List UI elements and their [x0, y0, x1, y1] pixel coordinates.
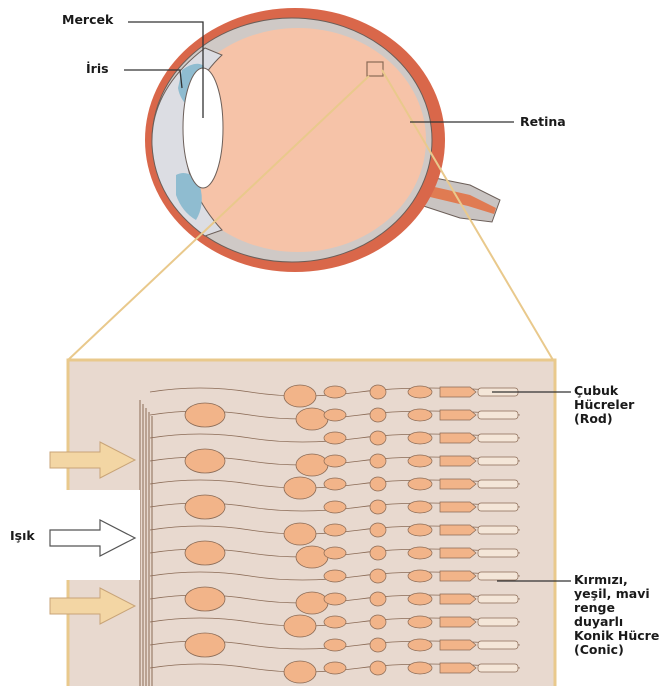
cone-cell [440, 548, 476, 558]
cell-nucleus [370, 385, 386, 399]
receptor-outer-segment [478, 457, 518, 465]
cell-nucleus [324, 478, 346, 490]
eyeball [145, 8, 500, 272]
cone-cell [440, 502, 476, 512]
label-cone-line: Kırmızı, [574, 573, 659, 587]
cell-nucleus [408, 455, 432, 467]
receptor-outer-segment [478, 549, 518, 557]
cell-nucleus [408, 524, 432, 536]
cell-nucleus [324, 547, 346, 559]
cell-nucleus [408, 386, 432, 398]
cell-nucleus [408, 616, 432, 628]
cell-nucleus [324, 570, 346, 582]
label-cone-cells: Kırmızı, yeşil, mavi renge duyarlı Konik… [574, 573, 659, 657]
cell-nucleus [408, 547, 432, 559]
cell-nucleus [324, 593, 346, 605]
cell-nucleus [324, 432, 346, 444]
bipolar-cell [296, 546, 328, 568]
cone-cell [440, 640, 476, 650]
cell-nucleus [408, 478, 432, 490]
receptor-outer-segment [478, 618, 518, 626]
label-retina: Retina [520, 115, 566, 129]
cell-nucleus [408, 570, 432, 582]
retina-panel [68, 360, 555, 686]
rod-cell [440, 433, 476, 443]
ganglion-cell [185, 403, 225, 427]
bipolar-cell [284, 615, 316, 637]
ganglion-cell [185, 587, 225, 611]
cone-cell [440, 410, 476, 420]
cell-nucleus [370, 408, 386, 422]
ganglion-cell [185, 449, 225, 473]
cell-nucleus [324, 524, 346, 536]
rod-cell [440, 663, 476, 673]
receptor-outer-segment [478, 503, 518, 511]
receptor-outer-segment [478, 411, 518, 419]
label-cone-line: Konik Hücre [574, 629, 659, 643]
receptor-outer-segment [478, 572, 518, 580]
label-rod-cells: Çubuk Hücreler (Rod) [574, 384, 634, 426]
label-cone-line: yeşil, mavi [574, 587, 659, 601]
bipolar-cell [284, 385, 316, 407]
cell-nucleus [370, 500, 386, 514]
cell-nucleus [324, 409, 346, 421]
cell-nucleus [408, 501, 432, 513]
label-rod-line: (Rod) [574, 412, 634, 426]
cell-nucleus [370, 431, 386, 445]
cell-nucleus [370, 523, 386, 537]
cell-nucleus [408, 432, 432, 444]
cell-nucleus [370, 546, 386, 560]
cell-nucleus [370, 569, 386, 583]
ganglion-cell [185, 633, 225, 657]
rod-cell [440, 479, 476, 489]
cell-nucleus [370, 592, 386, 606]
cell-nucleus [408, 409, 432, 421]
rod-cell [440, 525, 476, 535]
cell-nucleus [324, 386, 346, 398]
cell-nucleus [324, 616, 346, 628]
cell-nucleus [324, 662, 346, 674]
cell-nucleus [408, 593, 432, 605]
label-light: Işık [10, 529, 35, 543]
cone-cell [440, 594, 476, 604]
label-lens: Mercek [62, 13, 113, 27]
cell-nucleus [324, 455, 346, 467]
label-rod-line: Çubuk [574, 384, 634, 398]
bipolar-cell [296, 454, 328, 476]
bipolar-cell [296, 408, 328, 430]
bipolar-cell [284, 477, 316, 499]
bipolar-cell [284, 661, 316, 683]
label-iris: İris [86, 62, 109, 76]
cell-nucleus [370, 454, 386, 468]
cell-nucleus [324, 501, 346, 513]
cell-nucleus [370, 477, 386, 491]
label-cone-line: duyarlı [574, 615, 659, 629]
receptor-outer-segment [478, 480, 518, 488]
rod-cell [440, 571, 476, 581]
rod-cell [440, 617, 476, 627]
cell-nucleus [370, 661, 386, 675]
label-cone-line: renge [574, 601, 659, 615]
bipolar-cell [284, 523, 316, 545]
cone-cell [440, 456, 476, 466]
cell-nucleus [370, 615, 386, 629]
ganglion-cell [185, 495, 225, 519]
cell-nucleus [324, 639, 346, 651]
receptor-outer-segment [478, 595, 518, 603]
label-rod-line: Hücreler [574, 398, 634, 412]
cell-nucleus [370, 638, 386, 652]
cell-nucleus [408, 639, 432, 651]
receptor-outer-segment [478, 434, 518, 442]
cell-nucleus [408, 662, 432, 674]
receptor-outer-segment [478, 664, 518, 672]
receptor-outer-segment [478, 641, 518, 649]
label-cone-line: (Conic) [574, 643, 659, 657]
ganglion-cell [185, 541, 225, 565]
receptor-outer-segment [478, 526, 518, 534]
rod-cell [440, 387, 476, 397]
bipolar-cell [296, 592, 328, 614]
